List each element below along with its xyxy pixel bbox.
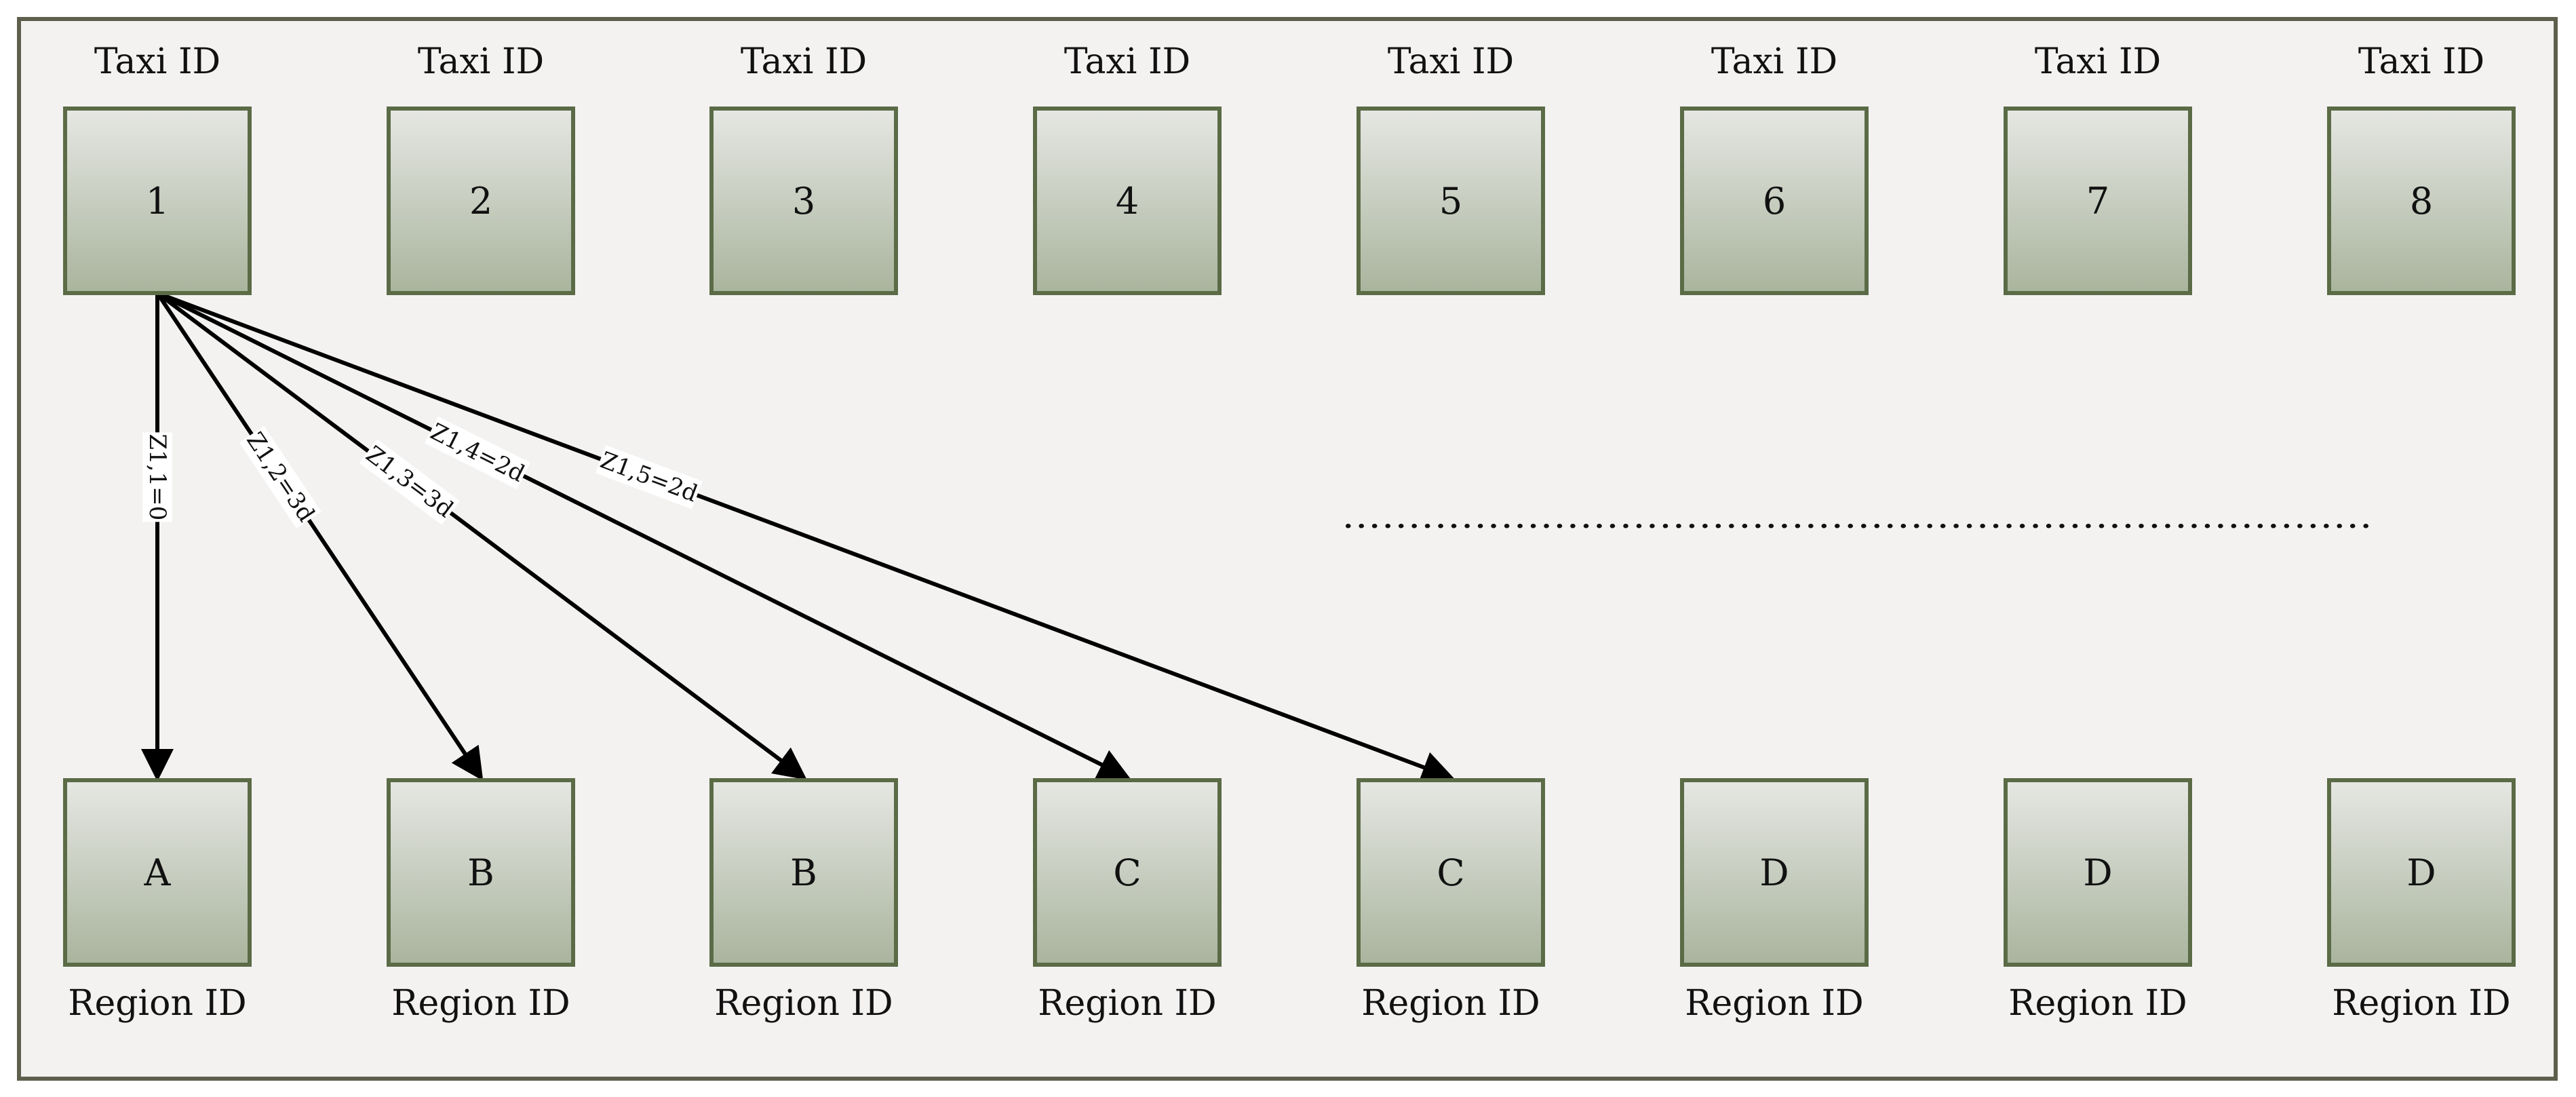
- edge-weight-label: Z1,1=0: [144, 434, 171, 520]
- region-node-box: [709, 778, 898, 967]
- region-node-id: B: [467, 851, 494, 894]
- region-node-box: [1680, 778, 1869, 967]
- taxi-node-box: [709, 107, 898, 295]
- region-id-label: Region ID: [391, 983, 570, 1024]
- taxi-node-id: 7: [2086, 180, 2109, 223]
- taxi-node-box: [63, 107, 252, 295]
- region-node-box: [2004, 778, 2192, 967]
- taxi-node-id: 3: [792, 180, 815, 223]
- edge-label-background: [595, 445, 703, 509]
- taxi-node-box: [387, 107, 575, 295]
- taxi-id-label: Taxi ID: [2358, 41, 2484, 82]
- taxi-node-box: [2327, 107, 2516, 295]
- region-id-label: Region ID: [714, 983, 893, 1024]
- edge-label-background: [239, 425, 321, 528]
- region-node-id: C: [1437, 851, 1464, 894]
- taxi-id-label: Taxi ID: [1711, 41, 1837, 82]
- edge-label-group: Z1,1=0: [142, 432, 172, 522]
- region-node-box: [1033, 778, 1222, 967]
- region-id-label: Region ID: [2008, 983, 2187, 1024]
- region-id-label: Region ID: [1361, 983, 1540, 1024]
- region-node-box: [2327, 778, 2516, 967]
- taxi-node-box: [2004, 107, 2192, 295]
- region-id-label: Region ID: [1685, 983, 1863, 1024]
- taxi-node-id: 4: [1116, 180, 1139, 223]
- taxi-node-box: [1357, 107, 1545, 295]
- edge-arrow: [156, 291, 807, 780]
- region-node-id: A: [144, 851, 172, 894]
- taxi-node-id: 1: [146, 180, 169, 223]
- region-id-label: Region ID: [68, 983, 246, 1024]
- region-node-id: D: [1759, 851, 1789, 894]
- edge-label-background: [359, 439, 460, 525]
- taxi-node-id: 6: [1763, 180, 1786, 223]
- region-id-label: Region ID: [2332, 983, 2510, 1024]
- taxi-node-box: [1033, 107, 1222, 295]
- region-node-id: B: [790, 851, 817, 894]
- taxi-node-id: 8: [2410, 180, 2433, 223]
- taxi-id-label: Taxi ID: [741, 41, 867, 82]
- ellipsis-text: ……………………………………………………………………: [1342, 497, 2373, 536]
- edge-arrow: [155, 292, 484, 781]
- taxi-id-label: Taxi ID: [2035, 41, 2161, 82]
- nodes-layer: Taxi ID 1A Region ID Taxi ID 2B Region ID Taxi…: [63, 41, 2516, 1024]
- taxi-id-label: Taxi ID: [94, 41, 220, 82]
- edge-arrow: [156, 291, 1455, 783]
- region-node-box: [387, 778, 575, 967]
- edge-arrow: [156, 291, 1131, 780]
- edge-label-background: [425, 416, 530, 490]
- region-node-box: [1357, 778, 1545, 967]
- region-id-label: Region ID: [1038, 983, 1216, 1024]
- taxi-id-label: Taxi ID: [1064, 41, 1190, 82]
- edge-label-background: [142, 432, 172, 522]
- region-node-box: [63, 778, 252, 967]
- taxi-id-label: Taxi ID: [1388, 41, 1514, 82]
- taxi-node-id: 5: [1439, 180, 1462, 223]
- taxi-id-label: Taxi ID: [418, 41, 544, 82]
- region-node-id: C: [1113, 851, 1141, 894]
- taxi-node-id: 2: [469, 180, 492, 223]
- region-node-id: D: [2406, 851, 2436, 894]
- taxi-node-box: [1680, 107, 1869, 295]
- region-node-id: D: [2083, 851, 2112, 894]
